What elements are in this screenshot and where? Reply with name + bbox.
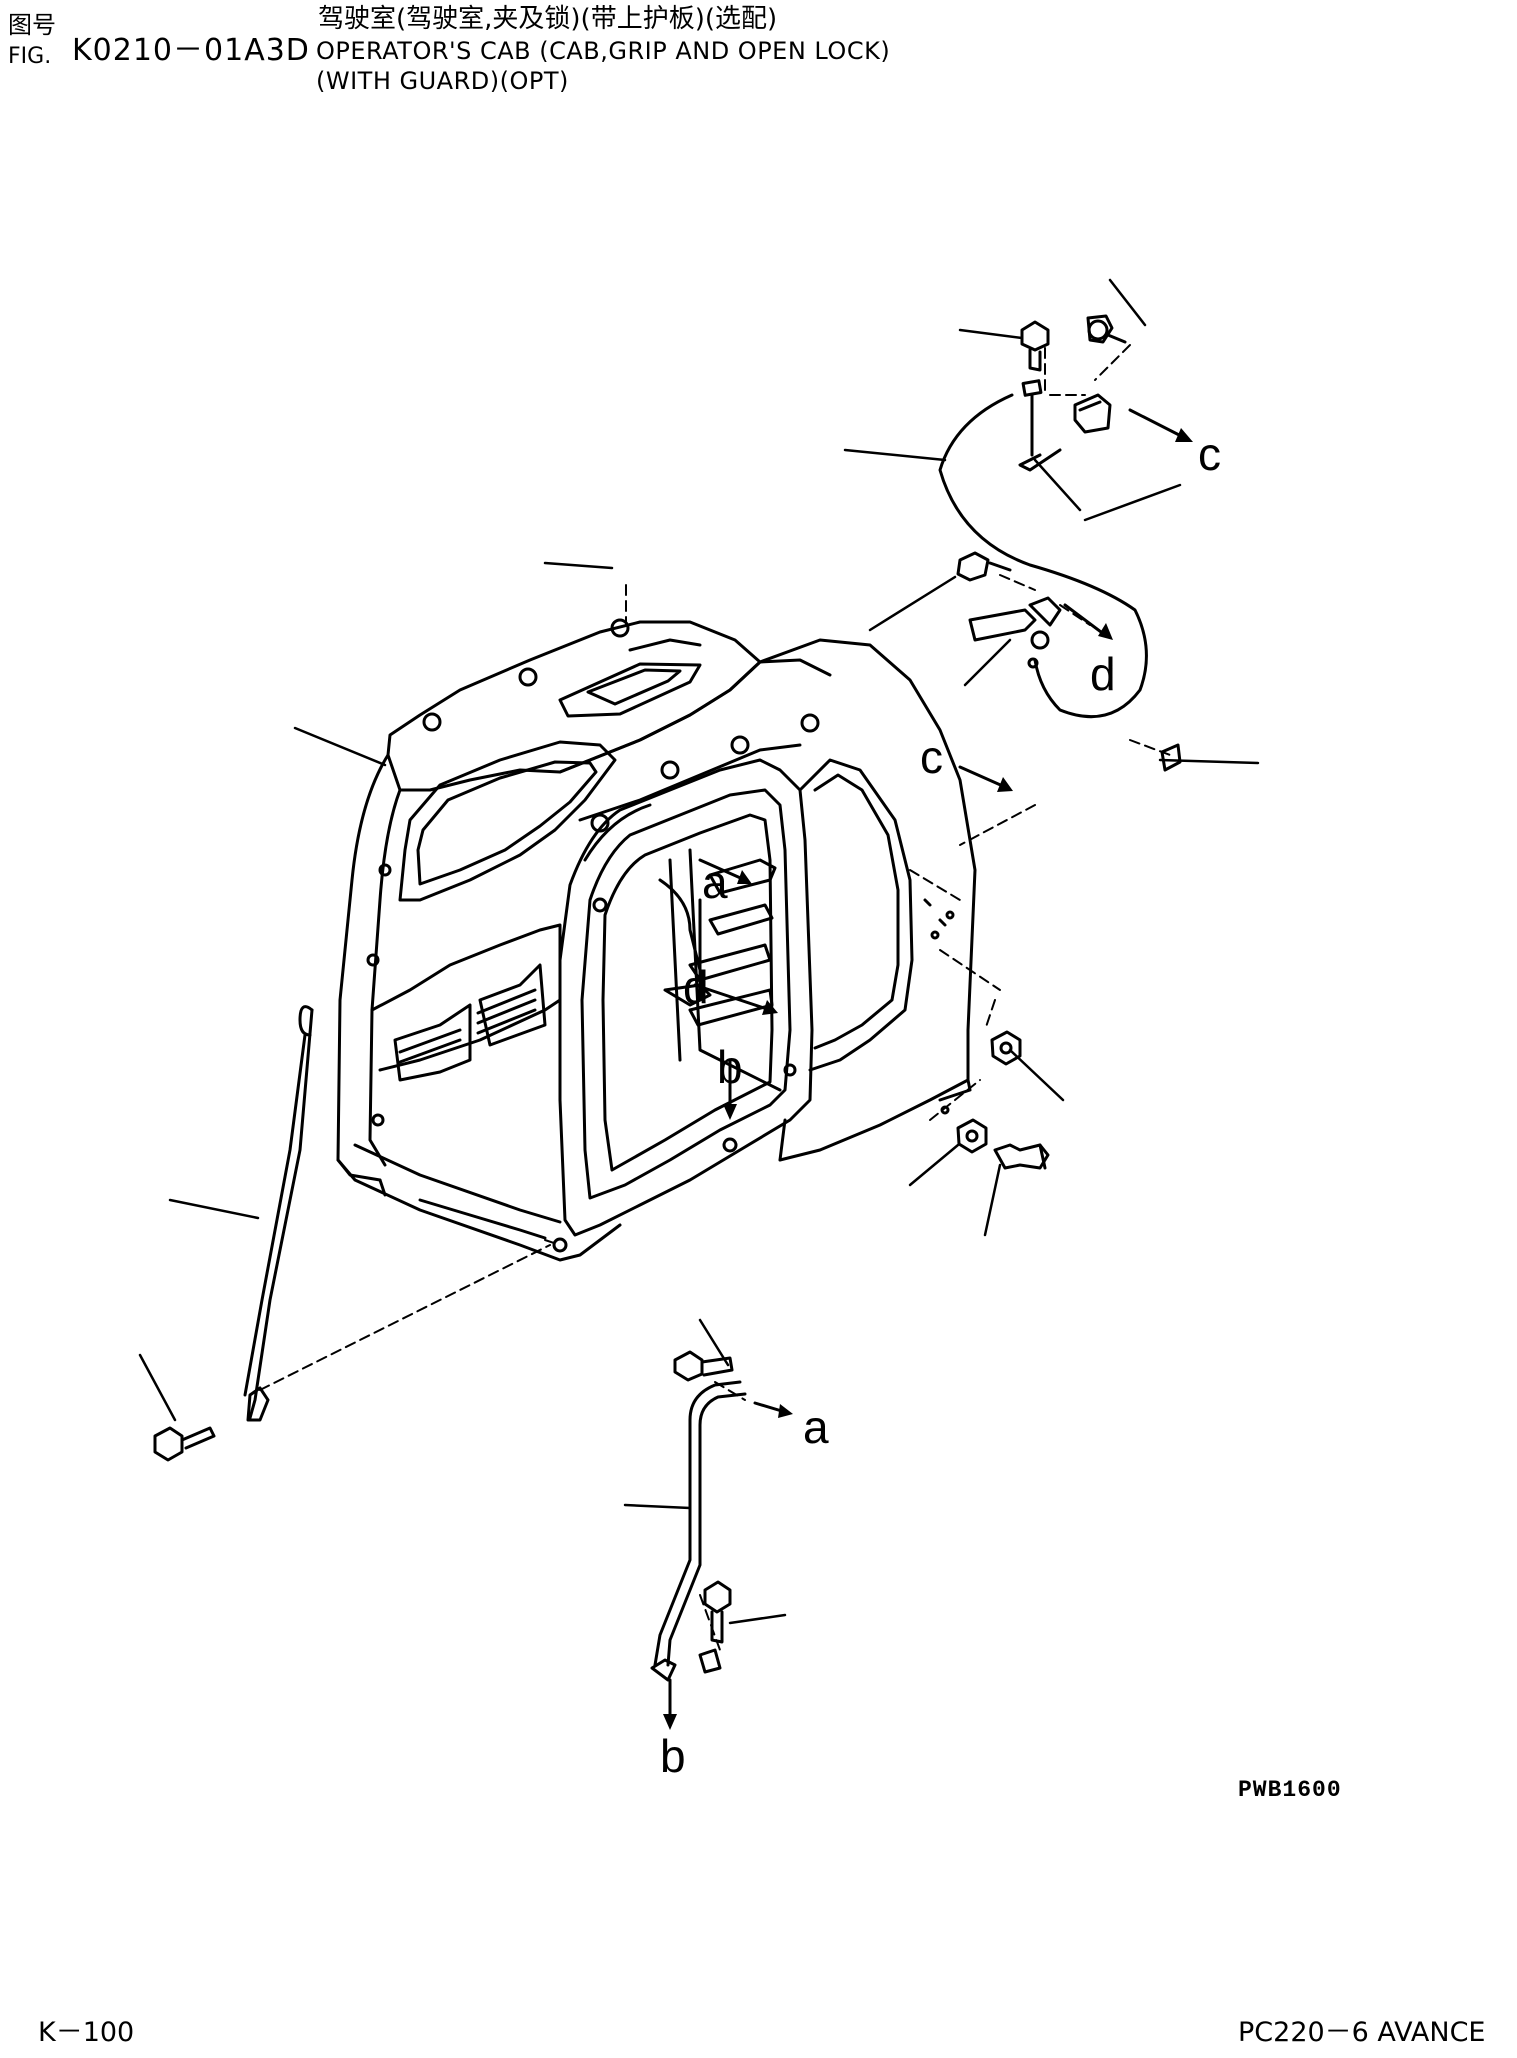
callout-b-lower: b	[660, 1730, 686, 1782]
drawing-reference: PWB1600	[1238, 1777, 1342, 1803]
callout-a-mid: a	[702, 856, 728, 908]
left-guard-bar	[153, 1005, 314, 1462]
page-number: K－100	[38, 2017, 135, 2048]
title-english-line2: (WITH GUARD)(OPT)	[316, 67, 569, 95]
callout-c-upper: c	[1198, 428, 1221, 480]
operator-cab	[336, 618, 977, 1262]
machine-model: PC220－6 AVANCE	[1238, 2017, 1486, 2048]
callout-d-mid: d	[683, 961, 709, 1013]
fig-number: K0210－01A3D	[72, 33, 310, 68]
title-chinese: 驾驶室(驾驶室,夹及锁)(带上护板)(选配)	[318, 4, 778, 34]
dash-lines	[259, 344, 1171, 1651]
callout-c-mid: c	[920, 731, 943, 783]
lower-grip-bar	[650, 1350, 747, 1682]
title-english-line1: OPERATOR'S CAB (CAB,GRIP AND OPEN LOCK)	[316, 37, 891, 65]
arrow-heads	[663, 428, 1193, 1730]
callout-b-mid: b	[717, 1041, 743, 1093]
fig-label-cn: 图号	[8, 11, 56, 39]
callout-letters: c d c a d b a b	[660, 428, 1221, 1782]
fig-label-en: FIG.	[8, 44, 52, 69]
lock-cable-assembly	[938, 314, 1182, 772]
arrows	[668, 408, 1187, 1722]
nut-bolt-set	[956, 1030, 1050, 1170]
callout-a-lower: a	[803, 1401, 829, 1453]
callout-d-upper: d	[1090, 648, 1116, 700]
